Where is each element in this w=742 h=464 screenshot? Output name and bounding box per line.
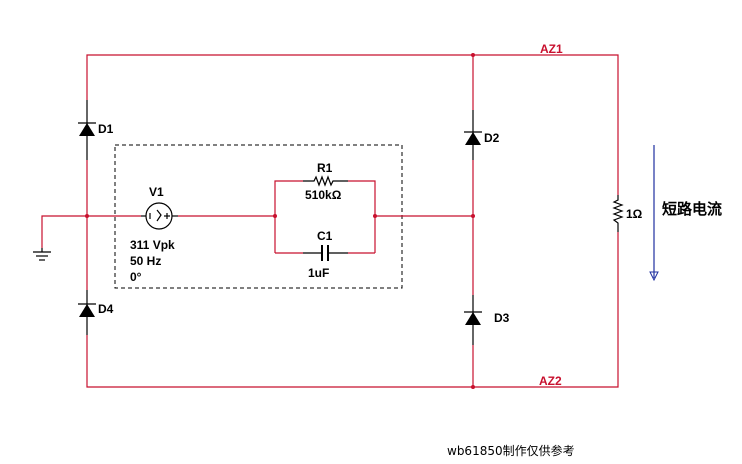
d1-label: D1 [98,122,114,136]
resistor-r1-icon [303,175,348,187]
d4-label: D4 [98,302,114,316]
wire-r1-left [274,180,303,253]
r1-value: 510kΩ [305,188,342,202]
wire-ground [41,215,87,248]
diode-d1-icon [78,100,96,160]
wire-top [86,54,619,195]
r1-label: R1 [317,161,333,175]
c1-value: 1uF [308,266,329,280]
capacitor-c1-icon [303,245,348,261]
d2-label: D2 [484,131,500,145]
ac-source-icon [141,202,178,230]
net-label-az1: AZ1 [540,42,563,56]
junction-dots [85,53,475,389]
ground-icon [33,248,51,261]
diode-d2-icon [464,110,482,160]
watermark: wb61850制作仅供参考 [447,443,575,458]
d3-label: D3 [494,311,510,325]
v1-phase: 0° [130,270,142,284]
wire-bottom [86,232,619,388]
wire-r1-right [348,180,376,253]
v1-label: V1 [149,185,164,199]
net-label-az2: AZ2 [539,374,562,388]
c1-label: C1 [317,229,333,243]
diode-d3-icon [464,295,482,345]
v1-frequency: 50 Hz [130,254,161,268]
current-arrow-icon [649,145,659,282]
diode-d4-icon [78,290,96,335]
resistor-load-icon [612,195,624,232]
v1-amplitude: 311 Vpk [130,238,175,252]
short-circuit-current-annotation: 短路电流 [662,200,722,218]
load-resistor-value: 1Ω [626,207,643,221]
